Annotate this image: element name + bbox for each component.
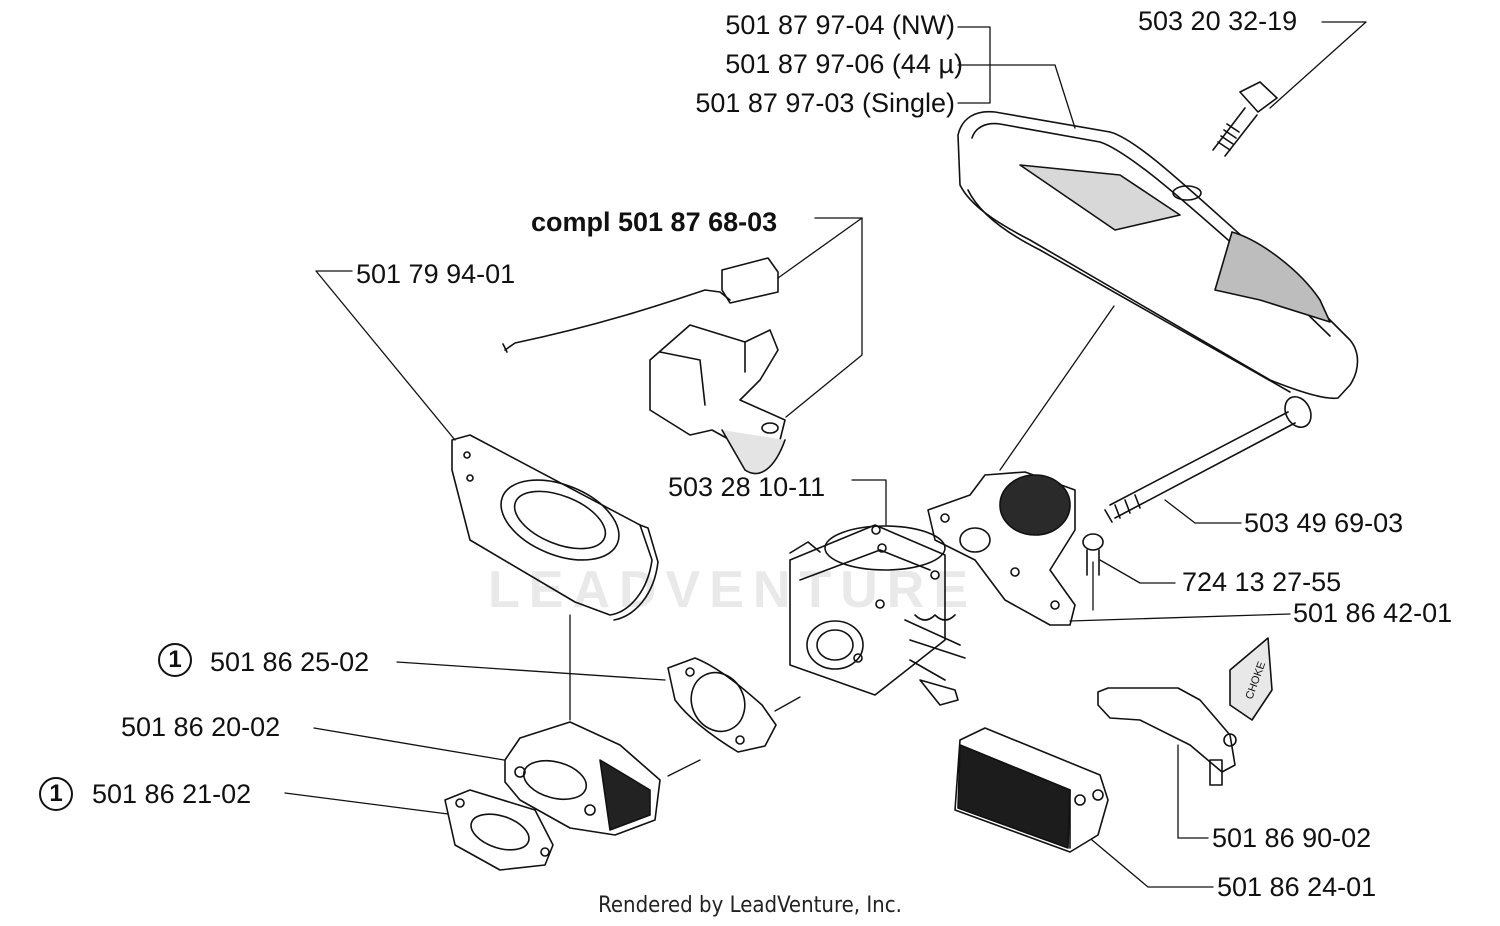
label-screw-top: 503 20 32-19 xyxy=(1138,6,1298,36)
bolt-503-49-69-03 xyxy=(1104,395,1312,523)
label-air-filter-single: 501 87 97-03 (Single) xyxy=(695,88,955,118)
choke-assembly xyxy=(502,257,786,475)
label-intake: 501 86 20-02 xyxy=(121,712,281,742)
housing-501-86-24-01 xyxy=(954,727,1109,853)
credit-line: Rendered by LeadVenture, Inc. xyxy=(598,893,902,918)
label-adapter: 501 86 42-01 xyxy=(1293,598,1453,628)
screw-503-20-32-19 xyxy=(1212,81,1278,157)
gasket-501-86-25-02 xyxy=(667,657,777,753)
adapter-501-86-42-01 xyxy=(927,471,1076,626)
intake-501-86-20-02 xyxy=(504,721,661,836)
label-carburetor: 503 28 10-11 xyxy=(668,472,826,502)
label-gasket-bottom: 501 86 21-02 xyxy=(92,779,252,809)
label-housing: 501 86 24-01 xyxy=(1217,872,1377,902)
screw-724-13-27-55 xyxy=(1082,533,1104,576)
label-air-filter-44: 501 87 97-06 (44 µ) xyxy=(725,49,963,79)
label-air-filter-nw: 501 87 97-04 (NW) xyxy=(725,10,955,40)
carburetor-503-28-10-11 xyxy=(789,524,966,706)
label-plate: 501 79 94-01 xyxy=(356,259,516,289)
label-small-screw: 724 13 27-55 xyxy=(1182,567,1342,597)
air-filter-cover xyxy=(957,110,1359,400)
label-long-bolt: 503 49 69-03 xyxy=(1244,508,1404,538)
label-gasket-mid: 501 86 25-02 xyxy=(210,647,370,677)
leader-lines xyxy=(284,21,1367,888)
label-choke-lever: 501 86 90-02 xyxy=(1212,823,1372,853)
choke-lever-501-86-90-02 xyxy=(1097,637,1273,786)
note-badge-gasket-mid: 1 xyxy=(158,643,192,677)
note-badge-gasket-bottom: 1 xyxy=(39,777,73,811)
label-choke-compl: compl 501 87 68-03 xyxy=(531,207,778,237)
gasket-501-86-21-02 xyxy=(444,789,554,871)
plate-501-79-94-01 xyxy=(451,434,659,621)
